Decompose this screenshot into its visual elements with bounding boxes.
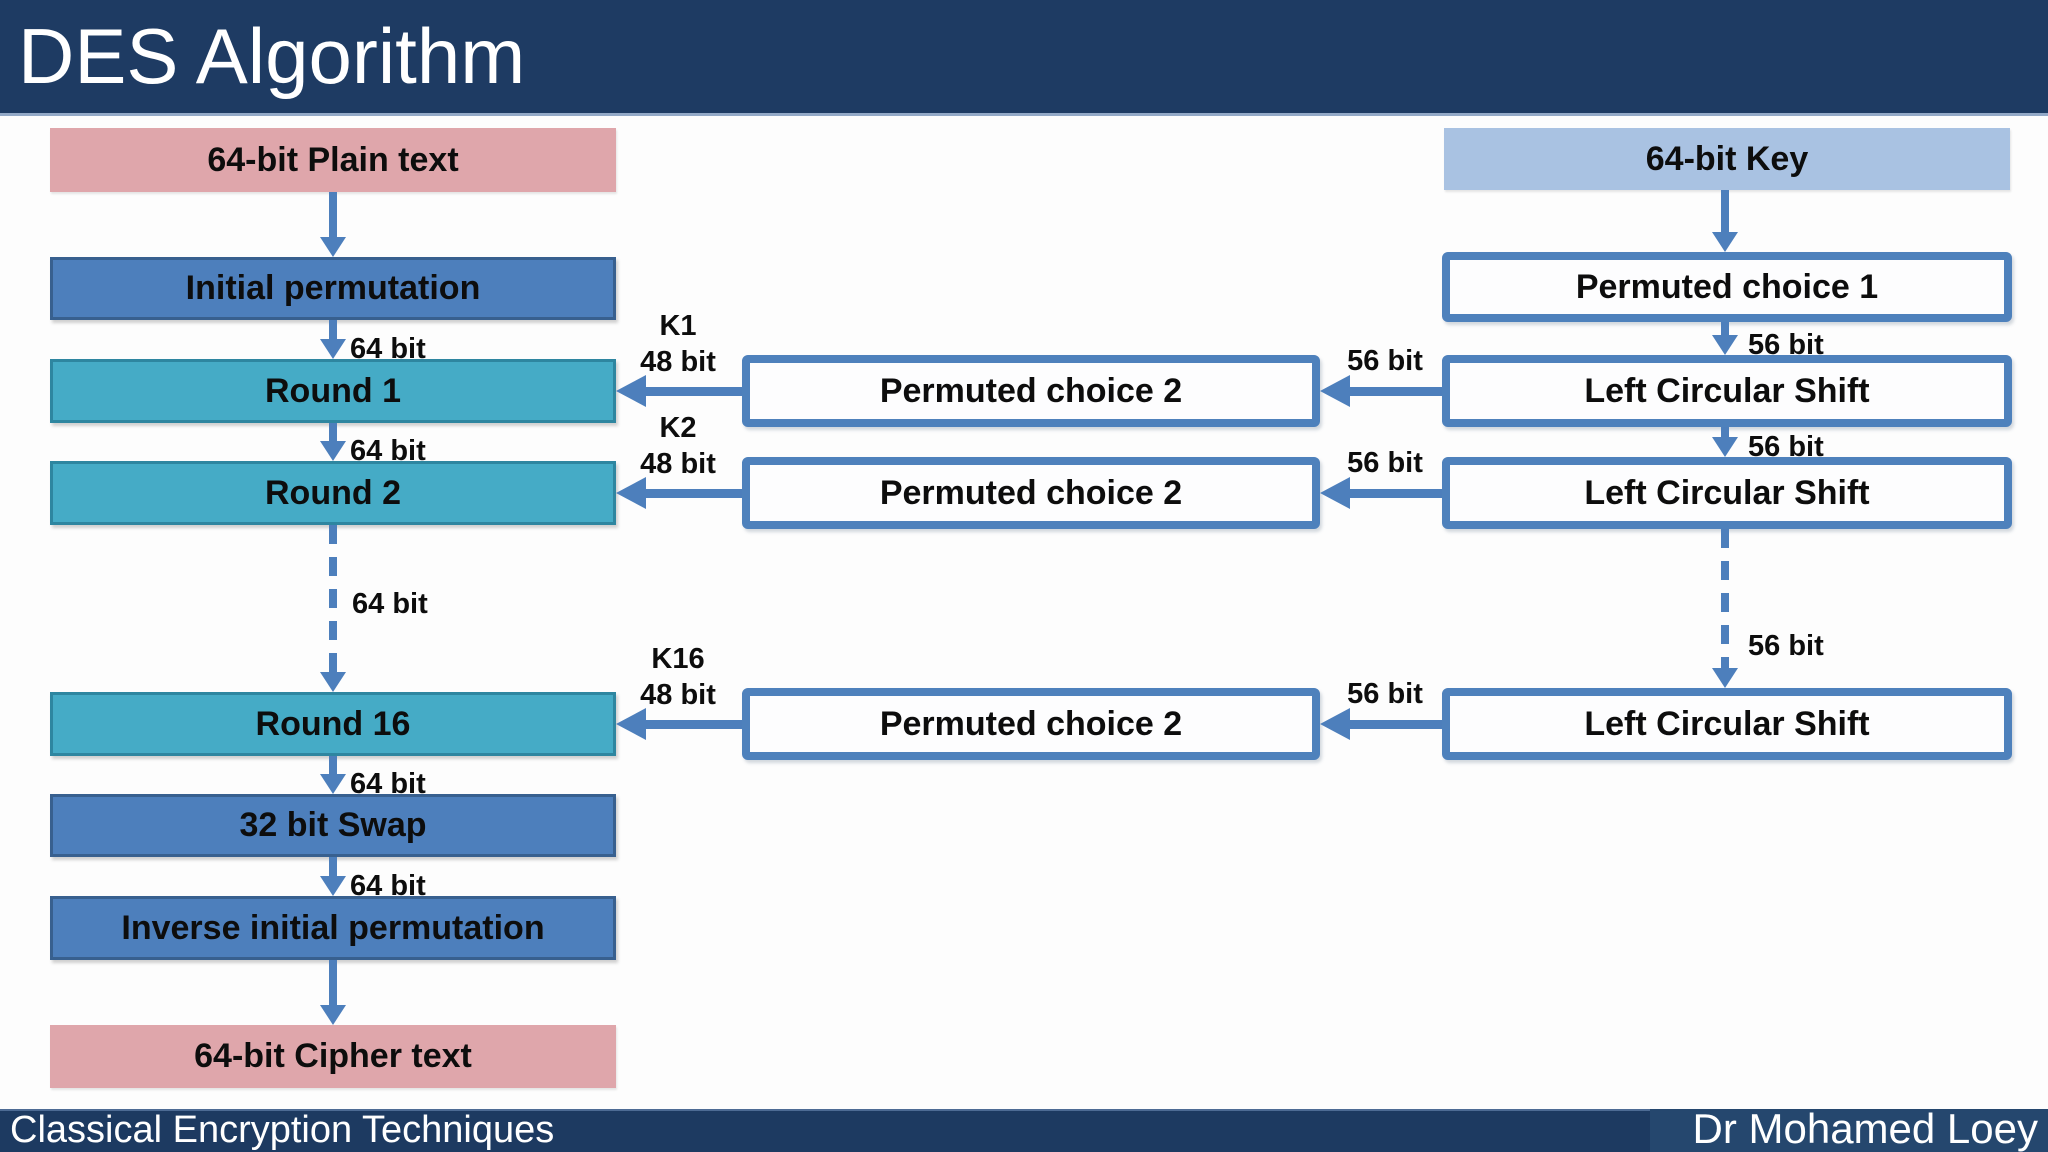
- label-64bit-after-round16: 64 bit: [350, 768, 426, 800]
- box-permuted-choice-2-row2: Permuted choice 2: [742, 457, 1320, 529]
- box-inverse-initial-permutation: Inverse initial permutation: [50, 896, 616, 960]
- slide-title: DES Algorithm: [18, 12, 526, 100]
- box-left-circular-shift-row3-label: Left Circular Shift: [1584, 704, 1870, 743]
- box-initial-permutation: Initial permutation: [50, 257, 616, 320]
- footer-bar: Classical Encryption Techniques Dr Moham…: [0, 1105, 2048, 1152]
- box-permuted-choice-2-row1: Permuted choice 2: [742, 355, 1320, 427]
- box-round-1: Round 1: [50, 359, 616, 423]
- box-permuted-choice-1-label: Permuted choice 1: [1575, 267, 1879, 306]
- box-left-circular-shift-row2-label: Left Circular Shift: [1584, 473, 1870, 512]
- label-56bit-after-shift1: 56 bit: [1748, 431, 1824, 463]
- box-round-16-label: Round 16: [255, 704, 411, 743]
- box-permuted-choice-1: Permuted choice 1: [1442, 252, 2012, 322]
- label-64bit-after-round1: 64 bit: [350, 435, 426, 467]
- label-k1-48bit: K1 48 bit: [608, 308, 748, 380]
- box-64bit-key: 64-bit Key: [1444, 128, 2010, 190]
- label-k2: K2: [659, 412, 697, 444]
- box-round-2: Round 2: [50, 461, 616, 525]
- box-permuted-choice-2-row3: Permuted choice 2: [742, 688, 1320, 760]
- label-k16: K16: [651, 643, 705, 675]
- label-k1: K1: [659, 310, 697, 342]
- label-k16-48bit: K16 48 bit: [608, 641, 748, 713]
- box-32-bit-swap: 32 bit Swap: [50, 794, 616, 857]
- label-56bit-arrow-row3: 56 bit: [1347, 678, 1423, 710]
- box-32-bit-swap-label: 32 bit Swap: [239, 806, 427, 844]
- footer-right-panel: [1650, 1109, 2048, 1152]
- box-permuted-choice-2-row2-label: Permuted choice 2: [879, 473, 1183, 512]
- label-48bit-row1: 48 bit: [640, 346, 716, 378]
- box-left-circular-shift-row1-label: Left Circular Shift: [1584, 371, 1870, 410]
- box-left-circular-shift-row3: Left Circular Shift: [1442, 688, 2012, 760]
- box-64bit-cipher-text: 64-bit Cipher text: [50, 1025, 616, 1088]
- box-64bit-plain-text-label: 64-bit Plain text: [207, 140, 459, 179]
- footer-author: Dr Mohamed Loey: [1692, 1105, 2039, 1152]
- label-64bit-after-swap: 64 bit: [350, 870, 426, 902]
- label-48bit-row3: 48 bit: [640, 679, 716, 711]
- label-48bit-row2: 48 bit: [640, 448, 716, 480]
- box-permuted-choice-2-row3-label: Permuted choice 2: [879, 704, 1183, 743]
- label-56bit-after-permuted-choice1: 56 bit: [1748, 329, 1824, 361]
- label-64bit-after-initial-permutation: 64 bit: [350, 333, 426, 365]
- label-56bit-dashed: 56 bit: [1748, 630, 1824, 662]
- box-permuted-choice-2-row1-label: Permuted choice 2: [879, 371, 1183, 410]
- footer-course-title: Classical Encryption Techniques: [10, 1109, 555, 1151]
- label-56bit-arrow-row2: 56 bit: [1347, 447, 1423, 479]
- label-56bit-arrow-row1: 56 bit: [1347, 345, 1423, 377]
- label-64bit-dashed: 64 bit: [352, 588, 428, 620]
- box-left-circular-shift-row1: Left Circular Shift: [1442, 355, 2012, 427]
- box-64bit-plain-text: 64-bit Plain text: [50, 128, 616, 192]
- box-64bit-cipher-text-label: 64-bit Cipher text: [194, 1037, 472, 1075]
- box-round-2-label: Round 2: [265, 473, 401, 512]
- box-round-16: Round 16: [50, 692, 616, 756]
- box-64bit-key-label: 64-bit Key: [1645, 139, 1809, 178]
- label-k2-48bit: K2 48 bit: [608, 410, 748, 482]
- title-bar: DES Algorithm: [0, 0, 2048, 116]
- box-inverse-initial-permutation-label: Inverse initial permutation: [121, 908, 545, 947]
- box-round-1-label: Round 1: [265, 371, 401, 410]
- box-left-circular-shift-row2: Left Circular Shift: [1442, 457, 2012, 529]
- box-initial-permutation-label: Initial permutation: [185, 269, 481, 307]
